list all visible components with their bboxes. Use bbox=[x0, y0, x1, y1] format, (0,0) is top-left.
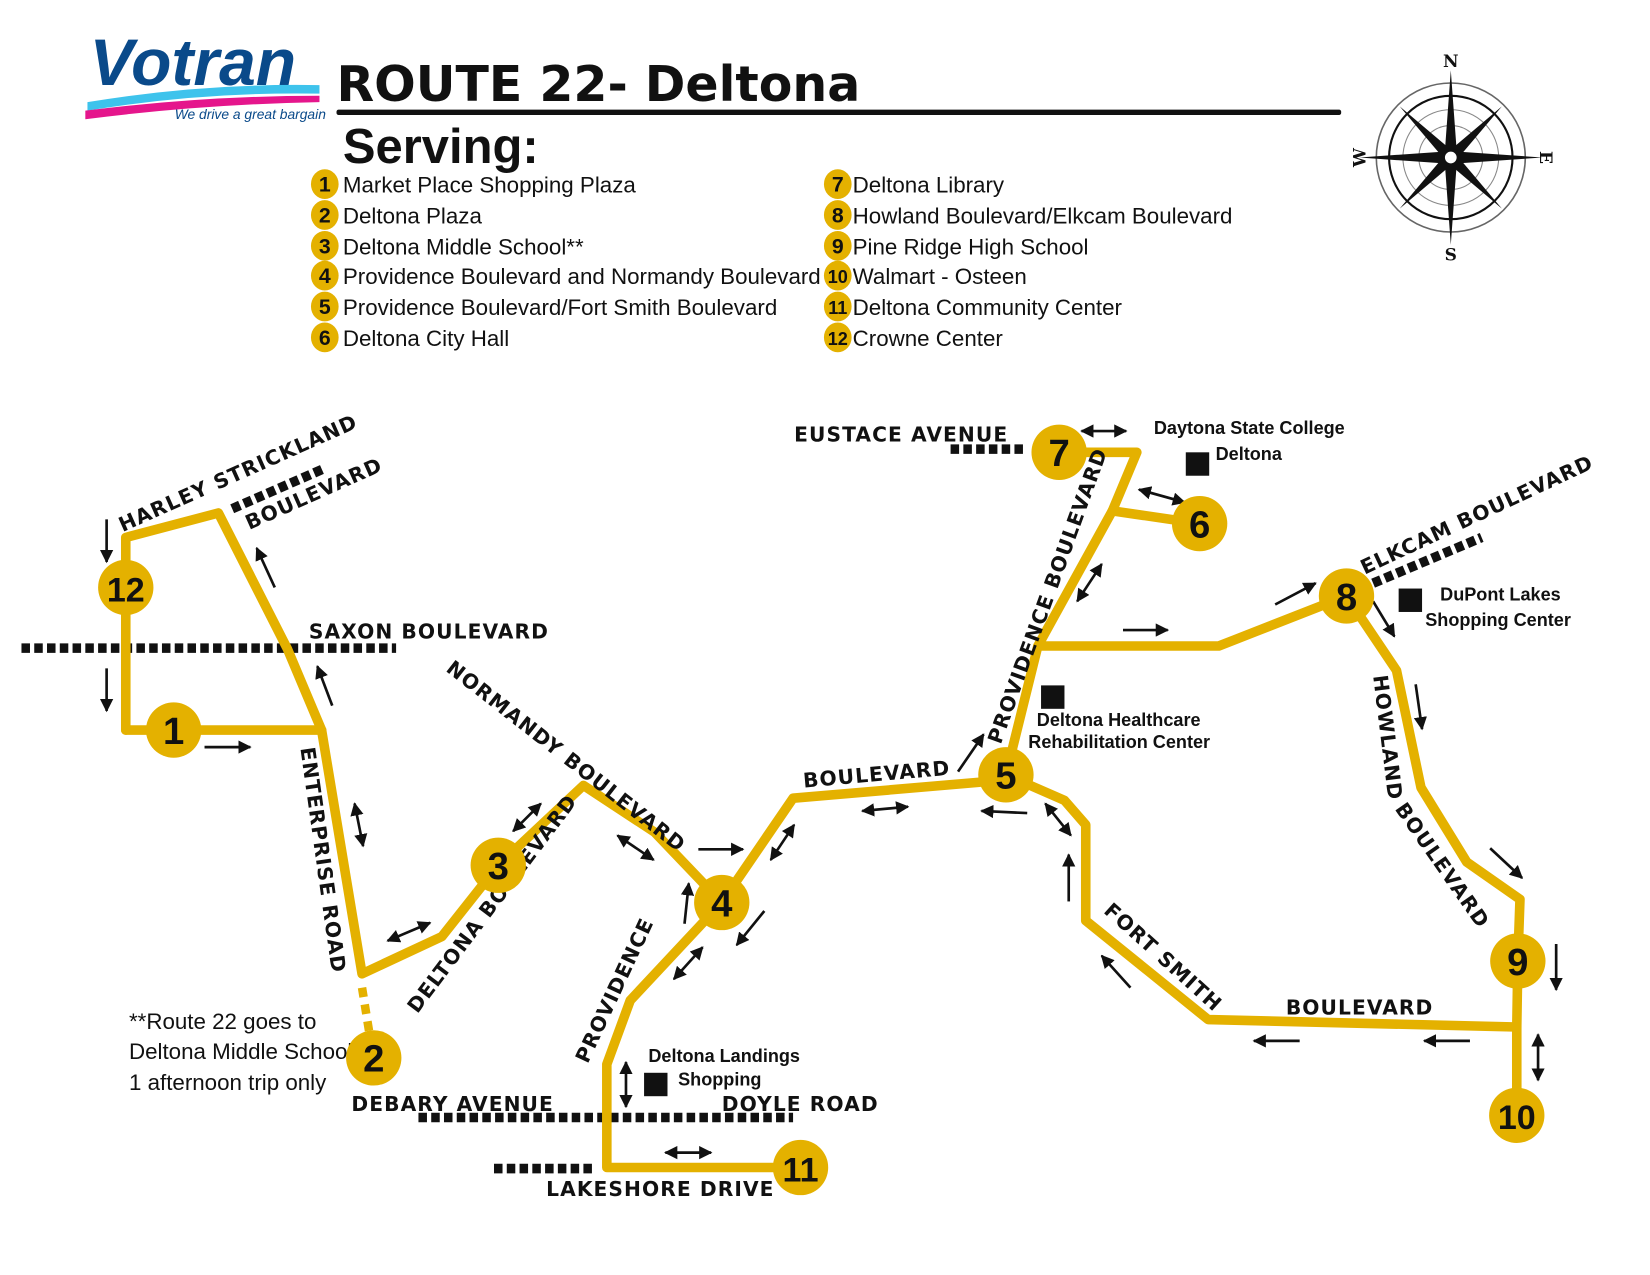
legend-item: Walmart - Osteen bbox=[853, 264, 1027, 289]
landmark-marker bbox=[1185, 452, 1210, 476]
stop-1: 1 bbox=[145, 702, 202, 758]
svg-text:7: 7 bbox=[832, 173, 844, 197]
landmark-label: Deltona bbox=[1216, 444, 1283, 464]
street-label: DELTONA BOULEVARD bbox=[402, 790, 582, 1018]
landmark-label: Shopping Center bbox=[1425, 610, 1571, 630]
svg-text:10: 10 bbox=[1498, 1099, 1536, 1137]
legend-item: Deltona Community Center bbox=[853, 295, 1123, 320]
page-title: ROUTE 22- Deltona bbox=[336, 56, 860, 113]
svg-text:4: 4 bbox=[319, 264, 331, 288]
svg-text:S: S bbox=[1445, 246, 1457, 266]
svg-text:Deltona Middle School: Deltona Middle School bbox=[129, 1039, 352, 1064]
svg-text:E: E bbox=[1535, 151, 1555, 164]
svg-text:6: 6 bbox=[319, 326, 331, 350]
svg-text:3: 3 bbox=[319, 234, 331, 258]
street-label: DOYLE ROAD bbox=[722, 1092, 879, 1116]
legend-item: Deltona Library bbox=[853, 173, 1005, 198]
stop-5: 5 bbox=[978, 747, 1034, 803]
svg-text:8: 8 bbox=[832, 203, 844, 227]
stop-2: 2 bbox=[346, 1030, 402, 1086]
landmark-label: Deltona Landings bbox=[648, 1046, 800, 1066]
street-label: NORMANDY BOULEVARD bbox=[442, 656, 690, 857]
svg-text:2: 2 bbox=[319, 203, 331, 227]
svg-text:10: 10 bbox=[828, 267, 848, 287]
landmarks: Daytona State College Deltona DuPont Lak… bbox=[644, 418, 1571, 1097]
svg-text:9: 9 bbox=[832, 234, 844, 258]
legend-item: Deltona Middle School** bbox=[343, 234, 584, 259]
landmark-label: Rehabilitation Center bbox=[1028, 732, 1210, 752]
svg-text:3: 3 bbox=[488, 845, 509, 888]
legend-item: Pine Ridge High School bbox=[853, 234, 1089, 259]
svg-text:4: 4 bbox=[711, 882, 733, 925]
logo-tagline: We drive a great bargain bbox=[175, 106, 326, 122]
legend-item: Deltona City Hall bbox=[343, 326, 509, 351]
legend-item: Market Place Shopping Plaza bbox=[343, 173, 636, 198]
legend-item: Howland Boulevard/Elkcam Boulevard bbox=[853, 203, 1233, 228]
legend-item: Providence Boulevard and Normandy Boulev… bbox=[343, 264, 821, 289]
street-label: BOULEVARD bbox=[1286, 995, 1434, 1019]
route-note: **Route 22 goes to Deltona Middle School… bbox=[129, 1009, 352, 1095]
stop-markers: 1 2 3 4 5 6 7 8 9 10 11 12 bbox=[98, 424, 1546, 1196]
stop-6: 6 bbox=[1171, 495, 1228, 552]
title-rule bbox=[336, 109, 1342, 115]
svg-text:11: 11 bbox=[828, 298, 847, 318]
svg-text:1 afternoon trip only: 1 afternoon trip only bbox=[129, 1070, 327, 1095]
compass-rose: N S E W bbox=[1351, 52, 1556, 266]
street-label: ELKCAM BOULEVARD bbox=[1357, 450, 1597, 579]
svg-text:12: 12 bbox=[828, 329, 848, 349]
legend-item: Deltona Plaza bbox=[343, 203, 483, 228]
street-label: EUSTACE AVENUE bbox=[794, 423, 1008, 447]
landmark-label: DuPont Lakes bbox=[1440, 584, 1561, 604]
legend-item: Crowne Center bbox=[853, 326, 1004, 351]
svg-text:8: 8 bbox=[1336, 576, 1357, 619]
stop-9: 9 bbox=[1490, 933, 1546, 989]
landmark-marker bbox=[1041, 685, 1065, 709]
landmark-label: Shopping bbox=[678, 1070, 761, 1090]
landmark-label: Deltona Healthcare bbox=[1037, 710, 1201, 730]
direction-arrows bbox=[99, 424, 1563, 1160]
legend-item: Providence Boulevard/Fort Smith Boulevar… bbox=[343, 295, 777, 320]
stop-legend: 1 Market Place Shopping Plaza 2 Deltona Pl… bbox=[310, 169, 1233, 353]
stop-7: 7 bbox=[1031, 424, 1087, 480]
stop-10: 10 bbox=[1489, 1087, 1545, 1144]
stop-12: 12 bbox=[98, 559, 154, 616]
street-label: LAKESHORE DRIVE bbox=[546, 1177, 774, 1201]
street-label: SAXON BOULEVARD bbox=[309, 620, 549, 644]
svg-text:1: 1 bbox=[163, 710, 184, 753]
stop-8: 8 bbox=[1318, 568, 1375, 624]
stop-3: 3 bbox=[470, 837, 526, 893]
route-line bbox=[120, 447, 1525, 1173]
svg-text:N: N bbox=[1443, 52, 1459, 72]
votran-logo: Votran We drive a great bargain bbox=[85, 25, 326, 122]
landmark-marker bbox=[644, 1072, 668, 1097]
street-label: DEBARY AVENUE bbox=[351, 1092, 554, 1116]
street-label: FORT SMITH bbox=[1099, 898, 1227, 1016]
svg-text:5: 5 bbox=[319, 295, 331, 319]
svg-text:7: 7 bbox=[1048, 432, 1069, 475]
svg-text:11: 11 bbox=[783, 1151, 819, 1189]
landmark-marker bbox=[1398, 588, 1423, 612]
svg-text:**Route 22 goes to: **Route 22 goes to bbox=[129, 1009, 316, 1034]
svg-text:1: 1 bbox=[319, 173, 331, 197]
svg-text:5: 5 bbox=[995, 755, 1016, 798]
landmark-label: Daytona State College bbox=[1154, 418, 1345, 438]
svg-text:12: 12 bbox=[107, 571, 145, 609]
svg-text:9: 9 bbox=[1507, 941, 1528, 984]
svg-text:6: 6 bbox=[1189, 503, 1210, 546]
svg-text:W: W bbox=[1351, 147, 1371, 168]
stop-11: 11 bbox=[772, 1139, 829, 1196]
svg-text:2: 2 bbox=[363, 1038, 384, 1081]
street-label: HARLEY STRICKLAND bbox=[115, 410, 361, 537]
stop-4: 4 bbox=[694, 874, 750, 931]
serving-heading: Serving: bbox=[343, 120, 539, 174]
